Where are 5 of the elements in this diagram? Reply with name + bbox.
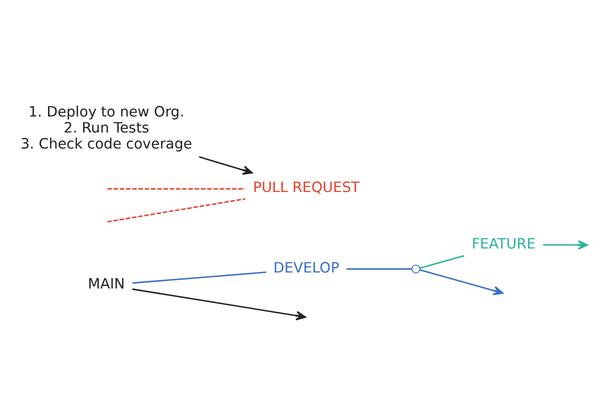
node-text: MAIN bbox=[88, 276, 125, 292]
node-text: 1. Deploy to new Org. 2. Run Tests 3. Check code coverage bbox=[20, 104, 192, 152]
node-text: FEATURE bbox=[472, 236, 536, 252]
node-text: PULL REQUEST bbox=[252, 180, 360, 196]
node-text: DEVELOP bbox=[273, 260, 340, 276]
